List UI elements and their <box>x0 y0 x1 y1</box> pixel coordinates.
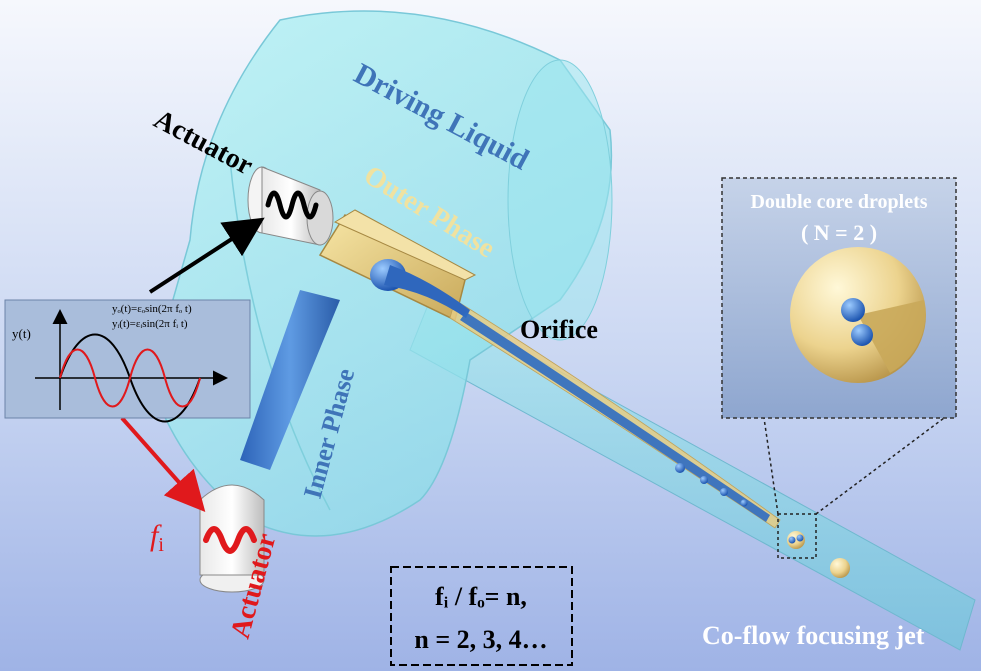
ratio-line-1: fᵢ / fₒ= n, <box>435 582 527 611</box>
arrow-to-top-actuator <box>148 217 265 294</box>
arrow-to-bottom-actuator <box>120 416 206 512</box>
f-i-symbol: fi <box>150 519 164 556</box>
wave-eq-inner: yᵢ(t)=εᵢsin(2π fᵢ t) <box>112 318 188 330</box>
co-flow-label: Co-flow focusing jet <box>702 621 925 650</box>
inner-phase-tube <box>240 259 770 522</box>
jet-droplets <box>675 463 850 578</box>
ratio-equation-box: fᵢ / fₒ= n, n = 2, 3, 4… <box>390 566 573 666</box>
zoom-inset <box>721 177 957 559</box>
wave-y-axis-label: y(t) <box>12 326 31 341</box>
bottom-actuator <box>199 484 265 593</box>
inset-title: Double core droplets <box>750 191 927 213</box>
ratio-line-2: n = 2, 3, 4… <box>414 625 547 654</box>
inset-subtitle: ( N = 2 ) <box>801 220 877 245</box>
wave-eq-outer: yₒ(t)=εₒsin(2π fₒ t) <box>112 303 192 315</box>
top-actuator <box>247 166 334 246</box>
waveform-panel: y(t) yₒ(t)=εₒsin(2π fₒ t) yᵢ(t)=εᵢsin(2π… <box>4 299 251 423</box>
orifice-label: Orifice <box>520 315 598 344</box>
